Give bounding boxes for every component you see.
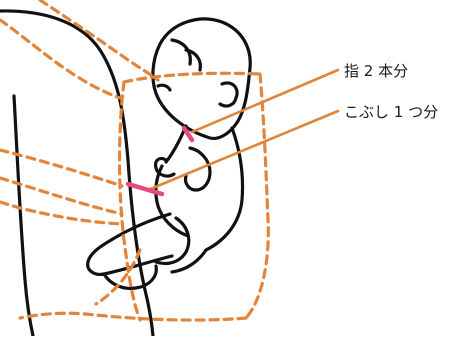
label-two-fingers-gap: 指 2 本分 <box>344 62 408 80</box>
carrier-shoulder-strap <box>40 0 158 80</box>
carrier-top-edge <box>124 73 260 82</box>
baby-face-brow <box>158 85 170 90</box>
baby-ear <box>220 83 237 106</box>
baby-neck <box>166 126 186 162</box>
carrier-strap-left <box>0 20 120 98</box>
adult-back-line <box>14 96 33 336</box>
carrier-bottom-edge <box>20 313 246 320</box>
label-one-fist-gap: こぶし 1 つ分 <box>344 103 438 121</box>
baby-head-outline <box>153 19 250 138</box>
carrier-belt-left <box>0 202 122 224</box>
carrier-right-edge <box>246 74 268 318</box>
baby-back <box>206 128 243 250</box>
